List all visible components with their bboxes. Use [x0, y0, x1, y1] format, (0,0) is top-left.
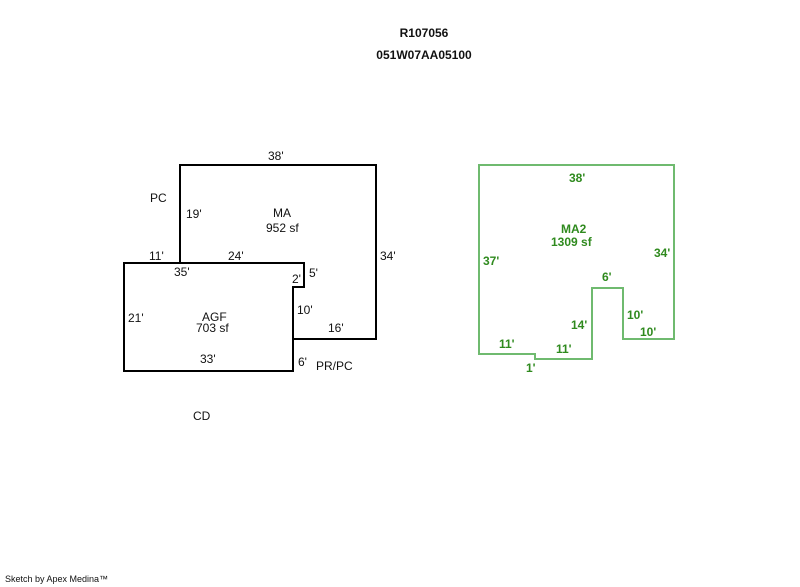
- dim-5: 5': [309, 266, 318, 280]
- note-pc: PC: [150, 191, 167, 205]
- dim-g-34: 34': [654, 246, 670, 260]
- dim-2: 2': [292, 272, 301, 286]
- dim-g-10a: 10': [627, 308, 643, 322]
- dim-g-11b: 11': [556, 342, 572, 356]
- dim-6: 6': [298, 355, 307, 369]
- dim-34: 34': [380, 249, 396, 263]
- dim-21: 21': [128, 311, 144, 325]
- dim-g-10b: 10': [640, 325, 656, 339]
- dim-33: 33': [200, 352, 216, 366]
- agf-label: AGF: [202, 310, 227, 324]
- ma2-outline: [478, 164, 675, 360]
- ma-outline: [179, 164, 377, 340]
- note-pr-pc: PR/PC: [316, 359, 353, 373]
- ma-area: 952 sf: [266, 221, 299, 235]
- dim-g-38: 38': [569, 171, 585, 185]
- dim-g-14: 14': [571, 318, 587, 332]
- dim-24: 24': [228, 249, 244, 263]
- ma-label: MA: [273, 206, 291, 220]
- ma2-area: 1309 sf: [551, 235, 593, 249]
- dim-g-6: 6': [602, 270, 612, 284]
- agf-outline: [123, 262, 305, 372]
- agf-area: 703 sf: [196, 321, 229, 335]
- dim-g-1: 1': [526, 361, 536, 375]
- dim-16: 16': [328, 321, 344, 335]
- account-number: R107056: [399, 26, 449, 40]
- ma2-label: MA2: [561, 222, 587, 236]
- dim-ma-top: 38': [268, 149, 284, 163]
- dim-11: 11': [149, 249, 164, 263]
- dim-g-37: 37': [483, 254, 499, 268]
- dim-10: 10': [297, 303, 313, 317]
- dim-g-11a: 11': [499, 337, 515, 351]
- footer-credit: Sketch by Apex Medina™: [5, 574, 109, 584]
- dim-ma-left: 19': [186, 207, 202, 221]
- map-taxlot: 051W07AA05100: [376, 48, 472, 62]
- note-cd: CD: [193, 409, 211, 423]
- dim-35: 35': [174, 265, 190, 279]
